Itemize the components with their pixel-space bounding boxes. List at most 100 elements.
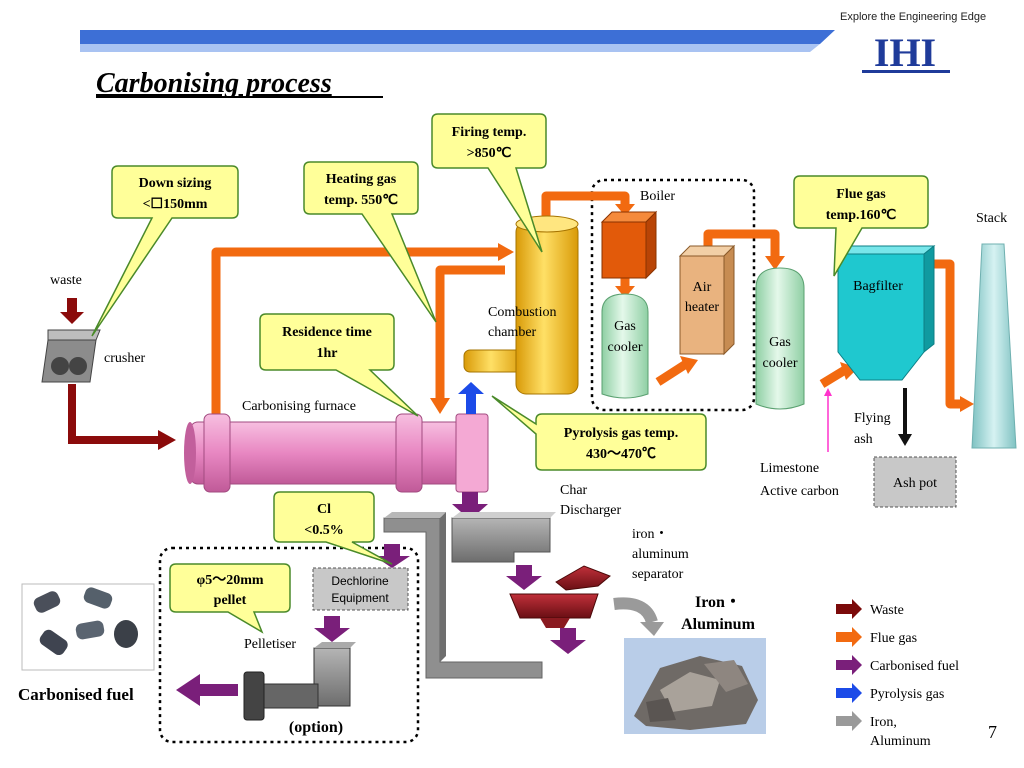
callout-pellet-line2: pellet	[214, 593, 247, 608]
arrowhead-heating	[430, 398, 450, 414]
label-char-line1: Char	[560, 483, 588, 498]
label-carbonised-fuel: Carbonised fuel	[18, 685, 134, 704]
legend-arrow-2	[836, 655, 862, 675]
callout-pyrolysis-line2: 430～470℃	[586, 447, 656, 462]
callout-down-sizing-line1: Down sizing	[139, 176, 212, 191]
legend-label-3: Pyrolysis gas	[870, 687, 944, 702]
crusher	[41, 329, 101, 383]
legend-label-4-line2: Aluminum	[870, 734, 931, 749]
char-discharger	[451, 512, 556, 563]
label-dechlorine-line1: Dechlorine	[331, 574, 389, 588]
legend-arrow-4	[836, 711, 862, 731]
ihi-logo: IHI	[874, 30, 936, 75]
callout-heating-gas-line2: temp. 550℃	[324, 193, 398, 208]
gas-cooler-1	[601, 293, 649, 399]
legend-label-1: Flue gas	[870, 631, 917, 646]
pelletiser	[243, 642, 356, 721]
callout-flue-gas-line2: temp.160℃	[826, 208, 897, 223]
bagfilter-to-stack-pipe	[930, 259, 962, 409]
callout-firing-temp-line1: Firing temp.	[452, 125, 527, 140]
callout-cl	[273, 491, 393, 565]
callout-pyrolysis-line1: Pyrolysis gas temp.	[564, 426, 678, 441]
flying-ash-arrow	[898, 388, 912, 446]
header-band	[80, 30, 835, 44]
iron-aluminum-photo	[624, 638, 766, 734]
label-combustion-line2: chamber	[488, 325, 537, 340]
callout-pellet-line1: φ5～20mm	[196, 573, 263, 588]
label-carbonising-furnace: Carbonising furnace	[242, 399, 356, 414]
carbonised-fuel-flow	[176, 492, 586, 706]
label-gas-cooler2-line2: cooler	[763, 356, 798, 371]
logo-underline	[862, 70, 950, 73]
callout-pellet	[169, 563, 291, 634]
callout-flue-gas-temp	[793, 175, 929, 277]
label-separator-line1: iron・	[632, 527, 669, 542]
callout-cl-line1: Cl	[317, 502, 331, 517]
ash-pot-box	[873, 456, 957, 508]
boiler-group-outline	[590, 178, 756, 412]
waste-pipe-arrowhead	[158, 430, 176, 450]
arrowhead-boiler	[615, 204, 635, 216]
label-gas-cooler1-line1: Gas	[614, 319, 636, 334]
cooler-to-heater-pipe	[655, 360, 689, 386]
arrowhead-heater	[680, 356, 698, 374]
gas-cooler-2	[755, 267, 805, 410]
label-option: (option)	[289, 719, 343, 736]
label-flying-ash-line2: ash	[854, 432, 873, 447]
stack	[971, 243, 1017, 449]
gray-conveyor	[383, 512, 543, 679]
header: Explore the Engineering Edge IHI Carboni…	[80, 11, 986, 99]
label-separator-line3: separator	[632, 567, 684, 582]
header-tagline: Explore the Engineering Edge	[840, 11, 986, 23]
label-char-line2: Discharger	[560, 503, 621, 518]
iron-aluminum-arrowhead	[640, 622, 664, 636]
label-separator-line2: aluminum	[632, 547, 689, 562]
label-iron-aluminum-line1: Iron・	[695, 594, 741, 611]
arrowhead-cooler1	[615, 286, 635, 298]
heating-gas-return-pipe	[435, 265, 505, 398]
combustion-chamber	[463, 215, 579, 395]
callout-firing-temp	[431, 113, 547, 253]
legend-label-2: Carbonised fuel	[870, 659, 959, 674]
label-crusher: crusher	[104, 351, 146, 366]
label-air-heater-line2: heater	[685, 300, 720, 315]
iron-aluminum-arrow	[613, 597, 658, 625]
callout-down-sizing-line2: <☐150mm	[143, 197, 208, 212]
air-heater	[678, 244, 736, 356]
arrowhead-stack	[960, 396, 974, 412]
label-ash-pot: Ash pot	[893, 476, 937, 491]
label-stack: Stack	[976, 211, 1007, 226]
waste-flow	[60, 298, 176, 450]
callout-residence-line2: 1hr	[317, 346, 338, 361]
legend-arrow-1	[836, 627, 862, 647]
carbonised-fuel-photo	[21, 583, 155, 671]
callout-residence-time	[259, 313, 419, 417]
label-dechlorine-line2: Equipment	[331, 591, 389, 605]
label-gas-cooler1-line2: cooler	[608, 340, 643, 355]
cooler-to-bagfilter-pipe	[819, 366, 848, 388]
legend-label-0: Waste	[870, 603, 904, 618]
page-number: 7	[988, 722, 997, 742]
label-pelletiser: Pelletiser	[244, 637, 296, 652]
header-band-light	[80, 44, 820, 52]
bagfilter	[836, 244, 936, 381]
arrowhead-cooler2	[765, 256, 785, 270]
callout-pyrolysis-gas-temp	[491, 395, 707, 471]
label-air-heater-line1: Air	[693, 280, 712, 295]
limestone-arrowhead	[824, 388, 832, 396]
waste-input-arrow	[60, 298, 84, 324]
callout-down-sizing	[91, 165, 239, 337]
pyrolysis-gas-arrow	[458, 382, 484, 414]
callout-heating-gas-line1: Heating gas	[326, 172, 397, 187]
label-waste: waste	[50, 273, 82, 288]
label-iron-aluminum-line2: Aluminum	[681, 616, 755, 633]
legend-arrow-0	[836, 599, 862, 619]
combustion-to-boiler-pipe	[541, 191, 630, 226]
arrowhead-combustion	[498, 243, 514, 261]
carbonising-furnace	[184, 413, 489, 493]
label-active-carbon: Active carbon	[760, 484, 839, 499]
callout-firing-temp-line2: >850℃	[467, 146, 512, 161]
page-title: Carbonising process	[96, 68, 332, 99]
